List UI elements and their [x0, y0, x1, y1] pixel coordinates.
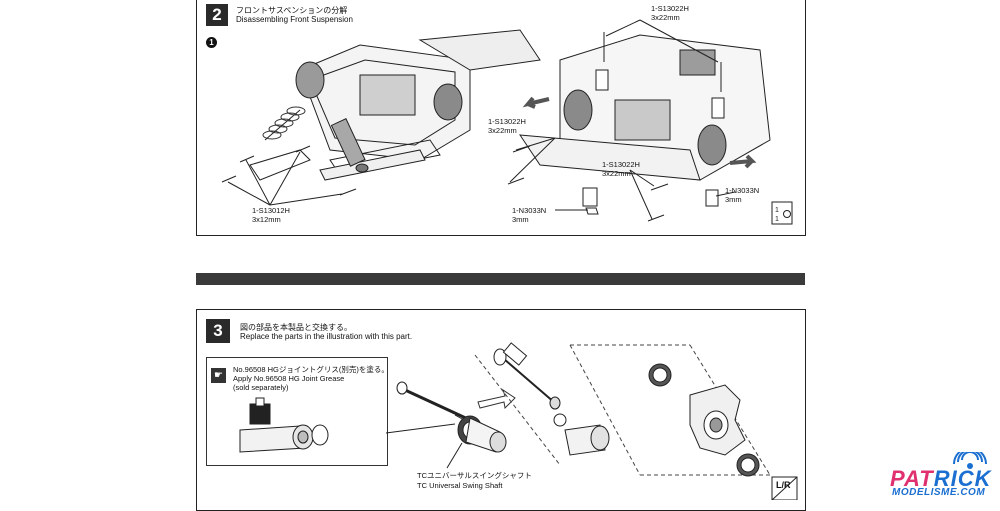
svg-text:1: 1 [775, 216, 779, 223]
grease-callout [206, 357, 388, 466]
step2-number: 2 [206, 4, 228, 26]
shaft-label-en: TC Universal Swing Shaft [417, 481, 503, 490]
grease-text-en1: Apply No.96508 HG Joint Grease [233, 374, 345, 383]
shaft-label-jp: TCユニバーサルスイングシャフト [417, 471, 532, 480]
step2-title-en: Disassembling Front Suspension [236, 15, 353, 24]
grease-text-jp: No.96508 HGジョイントグリス(別売)を塗る。 [233, 365, 389, 374]
svg-text:1: 1 [775, 207, 779, 214]
grease-text-en2: (sold separately) [233, 383, 289, 392]
section-divider [196, 273, 805, 285]
step3-number: 3 [206, 319, 230, 343]
watermark-line2: MODELISME.COM [892, 487, 986, 498]
lr-icon-label: L/R [776, 480, 791, 490]
step3-title-jp: 図の部品を本製品と交換する。 [240, 323, 352, 332]
substep-1-marker: 1 [206, 37, 217, 48]
watermark-logo: PATRICK MODELISME.COM [888, 452, 1000, 500]
step3-illustration [239, 342, 798, 500]
step2-title-jp: フロントサスペンションの分解 [236, 6, 348, 15]
grease-icon: ☛ [211, 368, 226, 383]
step2-illustration: 1 1 [221, 19, 793, 225]
step3-title-en: Replace the parts in the illustration wi… [240, 332, 413, 341]
